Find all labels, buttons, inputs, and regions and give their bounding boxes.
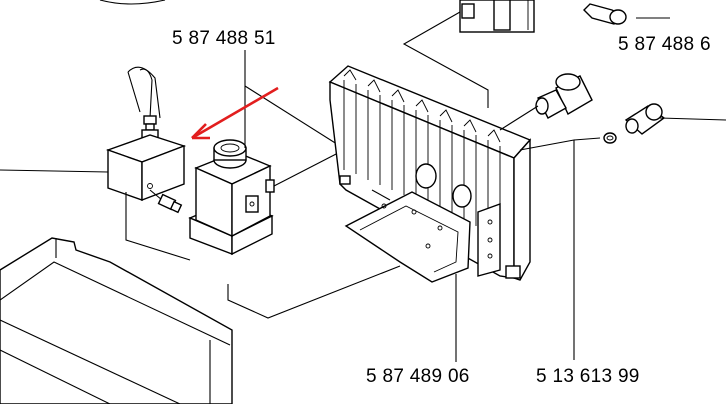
tank-housing: [0, 237, 233, 404]
valve-block: [105, 134, 187, 202]
top-left-fragment: [99, 0, 166, 5]
top-right-cylinder: [583, 3, 627, 25]
small-fitting: [149, 189, 183, 214]
solenoid-valve: [188, 139, 275, 256]
label-top-right-part: 5 87 488 6: [618, 34, 711, 55]
leader-solenoid-bracket: [273, 151, 341, 187]
leader-top-center: [402, 11, 489, 108]
leader-left: [0, 169, 109, 173]
leader-right-edge: [659, 117, 726, 121]
mounting-plate: [344, 189, 471, 283]
label-fitting-assembly: 5 13 613 99: [536, 366, 640, 387]
label-solenoid-valve: 5 87 488 51: [172, 28, 276, 49]
cylinder-fitting: [535, 73, 593, 119]
leader-plate: [227, 265, 401, 319]
top-center-part: [459, 0, 535, 33]
highlight-arrow: [191, 86, 279, 140]
label-mounting-plate: 5 87 489 06: [366, 366, 470, 387]
leader-fitting-bracket: [499, 105, 539, 131]
washer: [603, 132, 617, 144]
hose: [127, 66, 161, 119]
leader-bracket-top: [244, 85, 341, 147]
leader-down: [125, 192, 191, 261]
right-fitting: [624, 103, 666, 135]
